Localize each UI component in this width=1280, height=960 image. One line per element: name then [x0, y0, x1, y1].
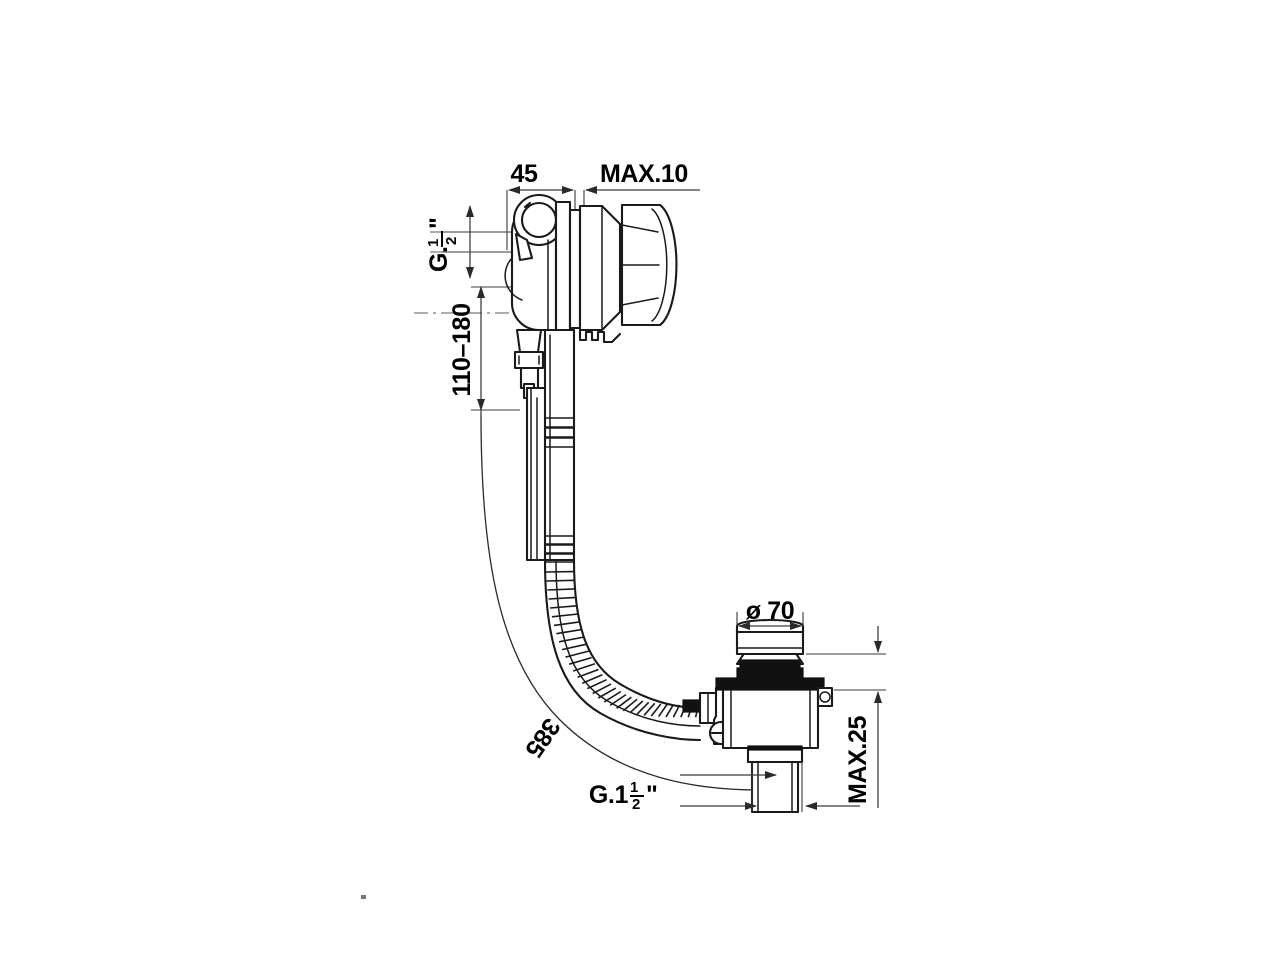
g-half-inch-numerator: 1 [425, 239, 442, 247]
range-110-180-dimension-group: 110–180 [448, 286, 540, 415]
dimension-label-max10: MAX.10 [600, 160, 688, 188]
g-1-5-numerator: 1 [630, 779, 638, 796]
dimension-label-max25: MAX.25 [844, 716, 872, 804]
g-half-inch-label: G. 1 2 " [425, 218, 460, 272]
g-one-and-half-inch-label: G.1 1 2 " [589, 779, 658, 813]
diameter-70-dimension-group: ø 70 [736, 597, 804, 630]
g-one-and-half-inch-dimension-group: G.1 1 2 " [589, 762, 860, 813]
g-1-5-denominator: 2 [632, 796, 640, 813]
tube-rib-band-lower [544, 535, 575, 563]
flexible-corrugated-hose [543, 558, 702, 742]
waste-plug-cap [735, 618, 805, 681]
dimension-label-dia70: ø 70 [746, 597, 794, 625]
g-half-inch-denominator: 2 [443, 237, 460, 245]
overflow-tube [525, 328, 576, 563]
waste-drain-assembly [682, 618, 834, 814]
g-1-5-suffix: " [646, 781, 657, 809]
registration-mark [361, 895, 366, 899]
g-half-inch-prefix: G. [425, 246, 453, 272]
tube-rib-band-upper [544, 417, 575, 448]
max-25-dimension-group: MAX.25 [806, 626, 886, 808]
g-half-inch-suffix: " [425, 218, 453, 229]
dimension-label-45: 45 [510, 160, 538, 188]
g-1-5-prefix: G.1 [589, 781, 629, 809]
dimension-label-110-180: 110–180 [448, 303, 476, 396]
g-half-inch-dimension-group: G. 1 2 " [425, 205, 512, 279]
overflow-valve-head-assembly [504, 193, 678, 344]
